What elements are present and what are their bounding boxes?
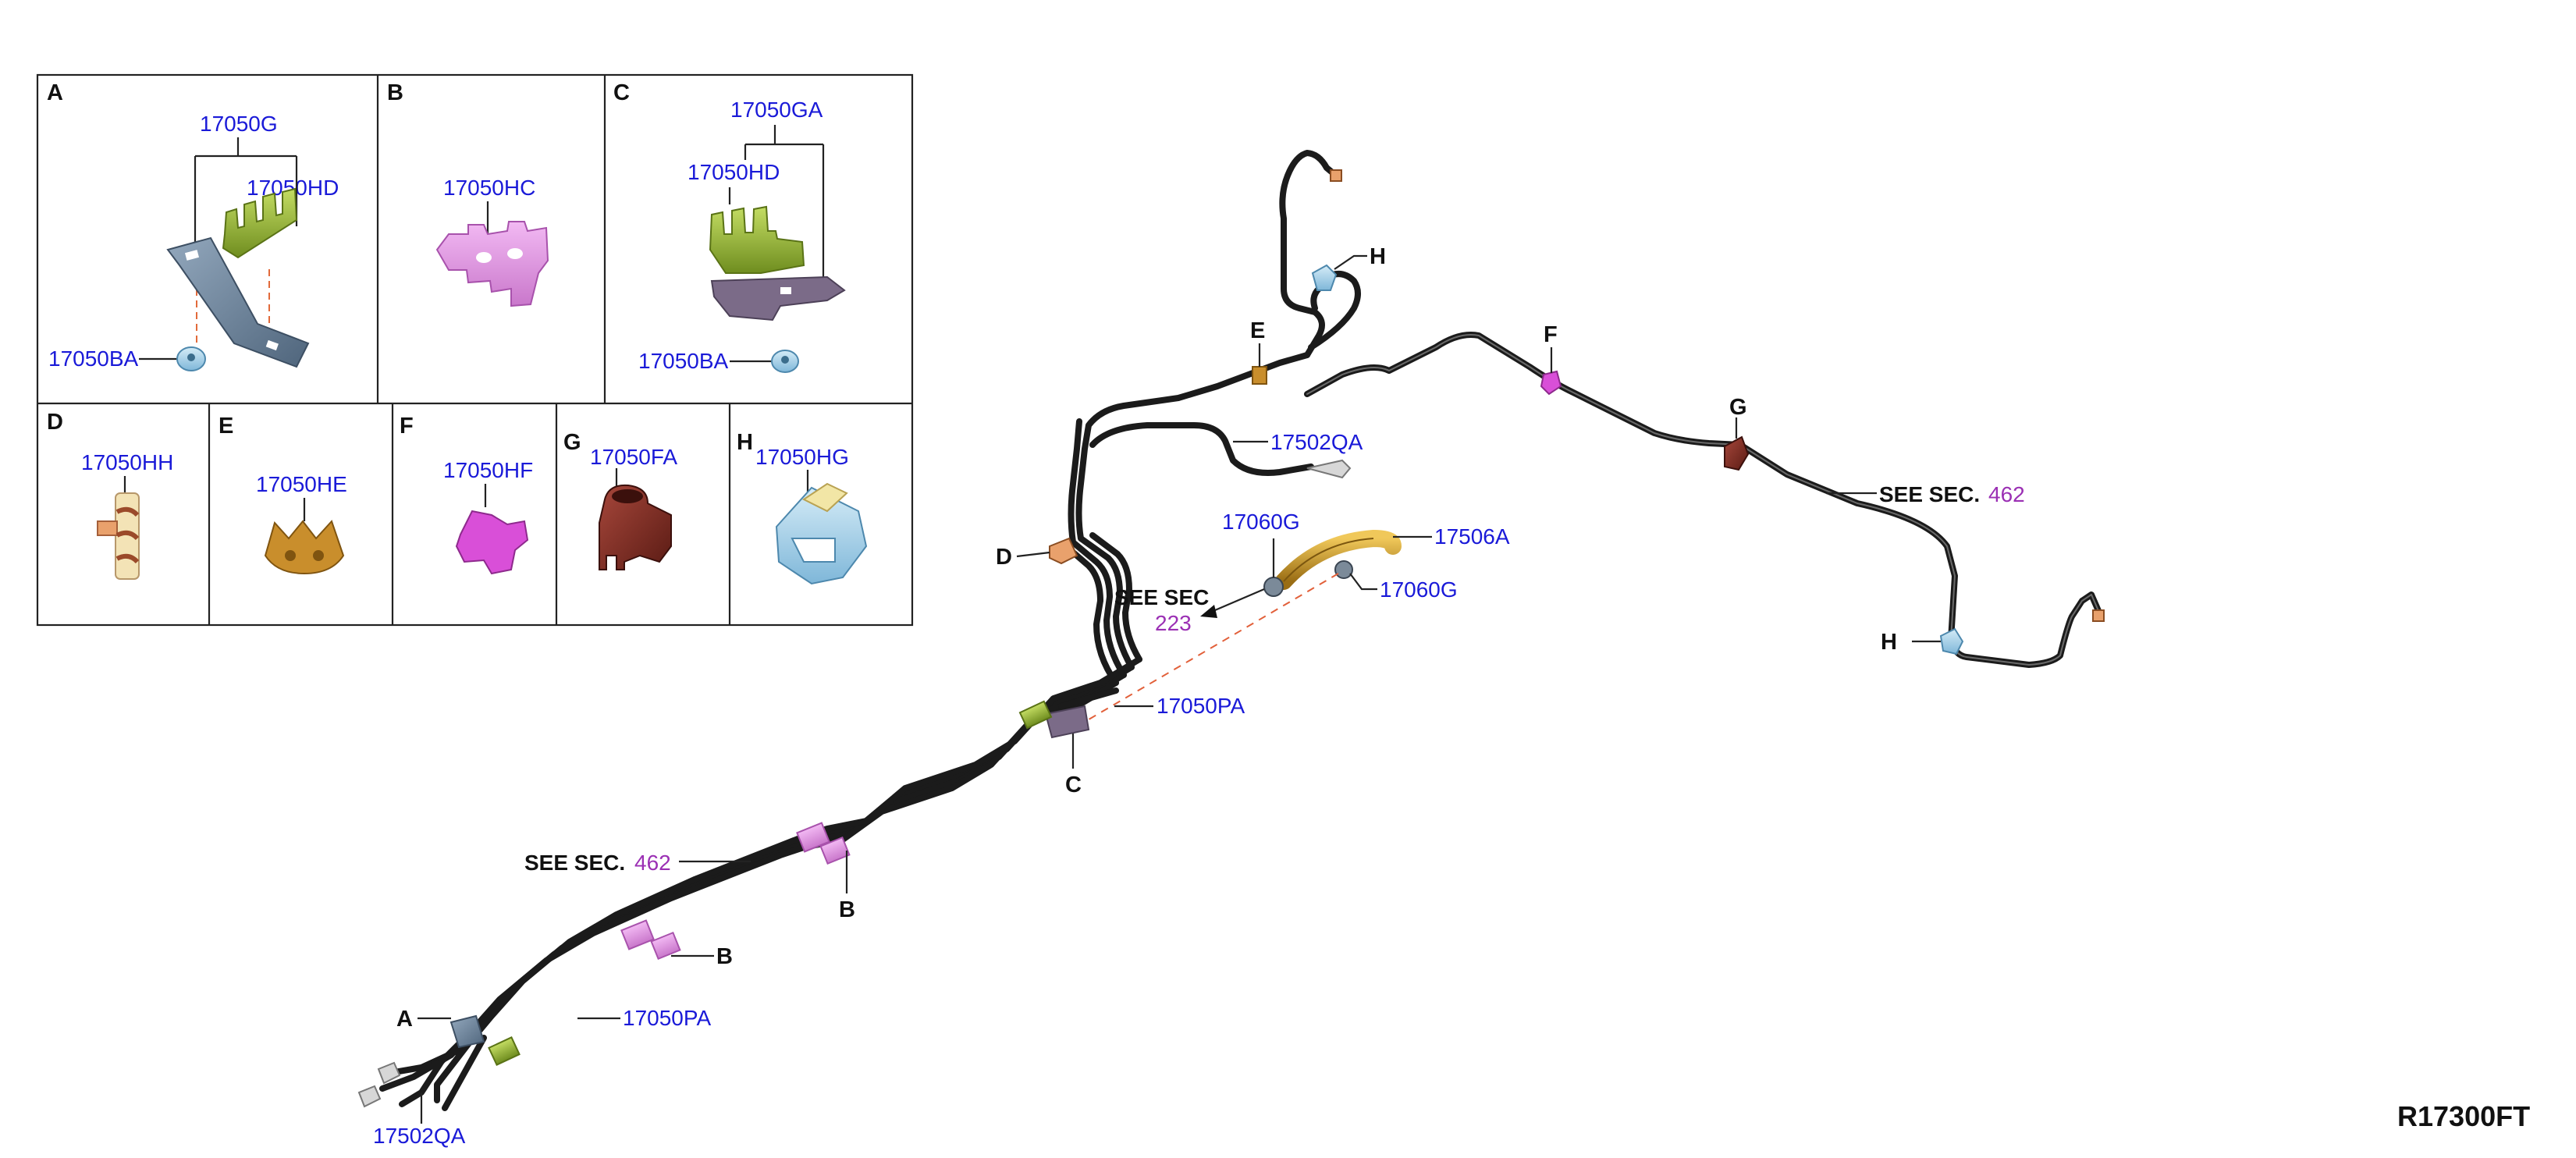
clip-part [435, 221, 549, 307]
panel-letter: D [47, 410, 63, 435]
clip-part [455, 510, 529, 575]
panel-letter: C [613, 80, 630, 105]
panel-letter: G [563, 430, 581, 455]
panel-a: A 17050G 17050HD 17050BA [47, 80, 339, 371]
part-label: 17050PA [623, 1006, 711, 1030]
part-label: 17050HE [256, 472, 347, 496]
clip-part [599, 484, 672, 570]
bracket-part [166, 236, 310, 368]
bracket-part [710, 275, 846, 321]
callout-letter: B [839, 897, 855, 922]
callout-letter: C [1065, 773, 1082, 797]
panel-h: H 17050HG [737, 430, 868, 585]
part-label: 17050HF [443, 458, 533, 482]
panel-g: G 17050FA [563, 430, 677, 570]
see-section-number: 462 [634, 851, 671, 875]
part-label: 17050BA [638, 349, 729, 373]
clip-part [709, 205, 805, 274]
panel-f: F 17050HF [400, 414, 533, 575]
part-label: 17050HH [81, 450, 173, 474]
panel-letter: F [400, 414, 414, 439]
see-section-label: SEE SEC. [524, 851, 625, 875]
main-clips [449, 264, 1964, 1066]
clip-part [222, 187, 298, 259]
part-label: 17060G [1222, 510, 1300, 534]
panel-letter: A [47, 80, 63, 105]
inset-frame [36, 73, 914, 627]
see-section-number: 223 [1155, 611, 1192, 635]
callout-letter: H [1370, 244, 1386, 269]
panel-c: C 17050GA 17050HD 17050BA [613, 80, 846, 373]
see-section-number: 462 [1988, 482, 2025, 506]
callout-letter: E [1250, 318, 1265, 343]
inset-panels: A 17050G 17050HD 17050BA B 17050HC [36, 73, 914, 627]
panel-letter: B [387, 80, 403, 105]
callout-letter: A [396, 1007, 413, 1032]
main-labels: H E F G 17502QA SEE SEC. 462 H 17506A 17… [373, 244, 2025, 1148]
callout-letter: H [1881, 630, 1897, 655]
part-label: 17502QA [1270, 430, 1363, 454]
part-label: 17050HD [688, 160, 780, 184]
part-label: 17050GA [730, 98, 823, 122]
panel-b: B 17050HC [387, 80, 549, 307]
panel-letter: E [219, 414, 233, 439]
diagram-code: R17300FT [2397, 1100, 2530, 1132]
see-section-label: SEE SEC. [1879, 482, 1980, 506]
clip-part [264, 520, 345, 575]
part-label: 17050HC [443, 176, 535, 200]
part-label: 17060G [1380, 577, 1458, 602]
part-label: 17502QA [373, 1124, 466, 1148]
see-section-label: SEE SEC [1114, 585, 1209, 609]
tube-assembly [357, 150, 2105, 1111]
callout-letter: D [996, 545, 1012, 570]
part-label: 17050BA [48, 346, 139, 371]
callout-letter: B [716, 944, 733, 969]
panel-letter: H [737, 430, 753, 455]
part-label: 17506A [1434, 524, 1510, 549]
panel-e: E 17050HE [219, 414, 347, 575]
part-label: 17050HG [755, 445, 849, 469]
part-label: 17050PA [1157, 694, 1245, 718]
part-label: 17050G [200, 112, 278, 136]
panel-d: D 17050HH [47, 410, 173, 580]
callout-letter: F [1544, 322, 1558, 347]
callout-letter: G [1729, 395, 1747, 420]
part-label: 17050FA [590, 445, 677, 469]
